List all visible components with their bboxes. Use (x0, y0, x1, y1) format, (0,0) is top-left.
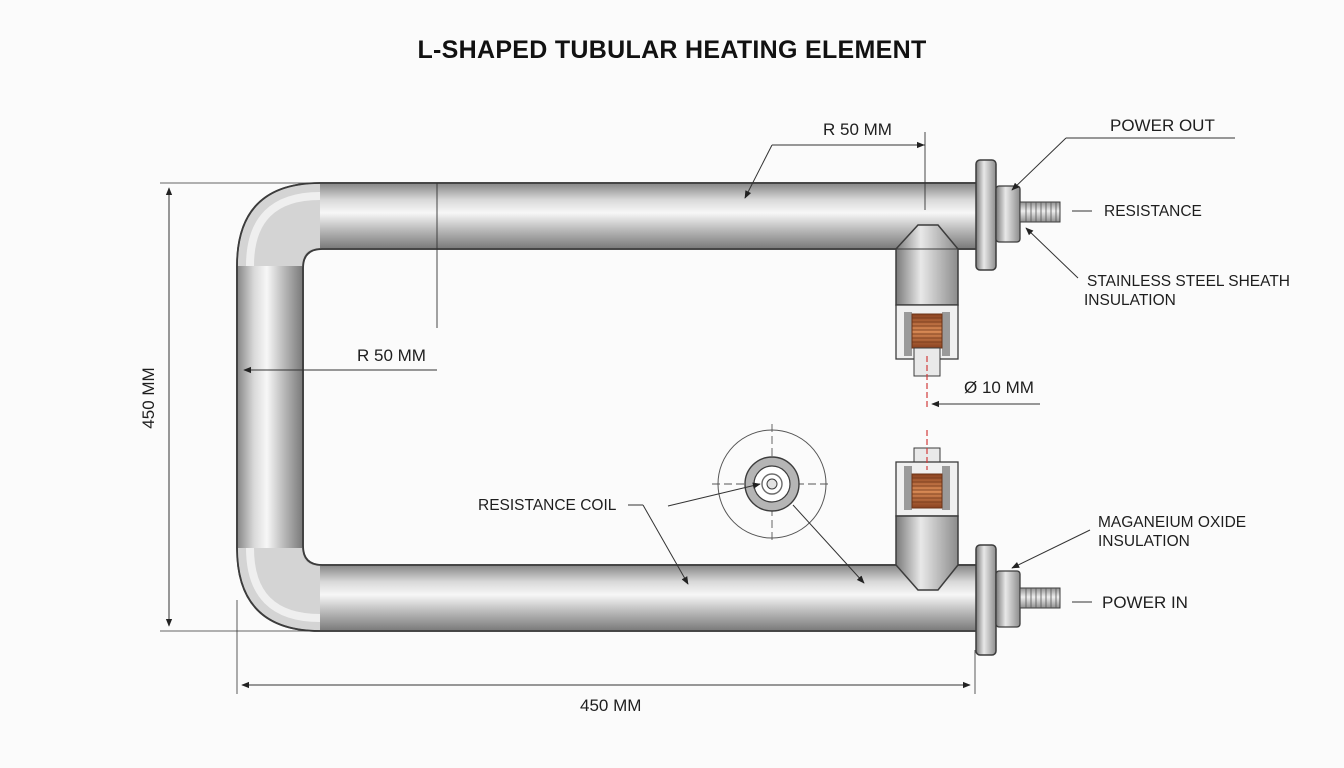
diagram-title: L-SHAPED TUBULAR HEATING ELEMENT (417, 36, 927, 64)
resistance-label: RESISTANCE (1104, 203, 1202, 220)
sheath-label-line1: STAINLESS STEEL SHEATH (1087, 273, 1290, 290)
oxide-insulation-label: MAGANEIUM OXIDE INSULATION (1098, 513, 1246, 551)
diameter-label: Ø 10 MM (964, 378, 1034, 397)
bottom-flange (975, 544, 1061, 656)
radius-label-left: R 50 MM (357, 346, 426, 365)
sheath-label-line2: INSULATION (1084, 292, 1176, 309)
dimension-lines (160, 132, 1235, 694)
oxide-label-line2: INSULATION (1098, 533, 1190, 550)
oxide-label-line1: MAGANEIUM OXIDE (1098, 514, 1247, 531)
top-flange (975, 159, 1061, 271)
sheath-insulation-label: STAINLESS STEEL SHEATH INSULATION (1084, 272, 1290, 310)
lower-tee-fitting (895, 447, 959, 591)
upper-tee-fitting (895, 224, 959, 377)
radius-label-top: R 50 MM (823, 120, 892, 139)
cross-section-detail (712, 424, 832, 544)
power-out-label: POWER OUT (1110, 116, 1215, 135)
resistance-coil-label: RESISTANCE COIL (478, 497, 617, 514)
power-in-label: POWER IN (1102, 593, 1188, 612)
tube-body (236, 182, 981, 632)
height-dimension-label: 450 MM (139, 367, 158, 429)
width-dimension-label: 450 MM (580, 696, 642, 715)
